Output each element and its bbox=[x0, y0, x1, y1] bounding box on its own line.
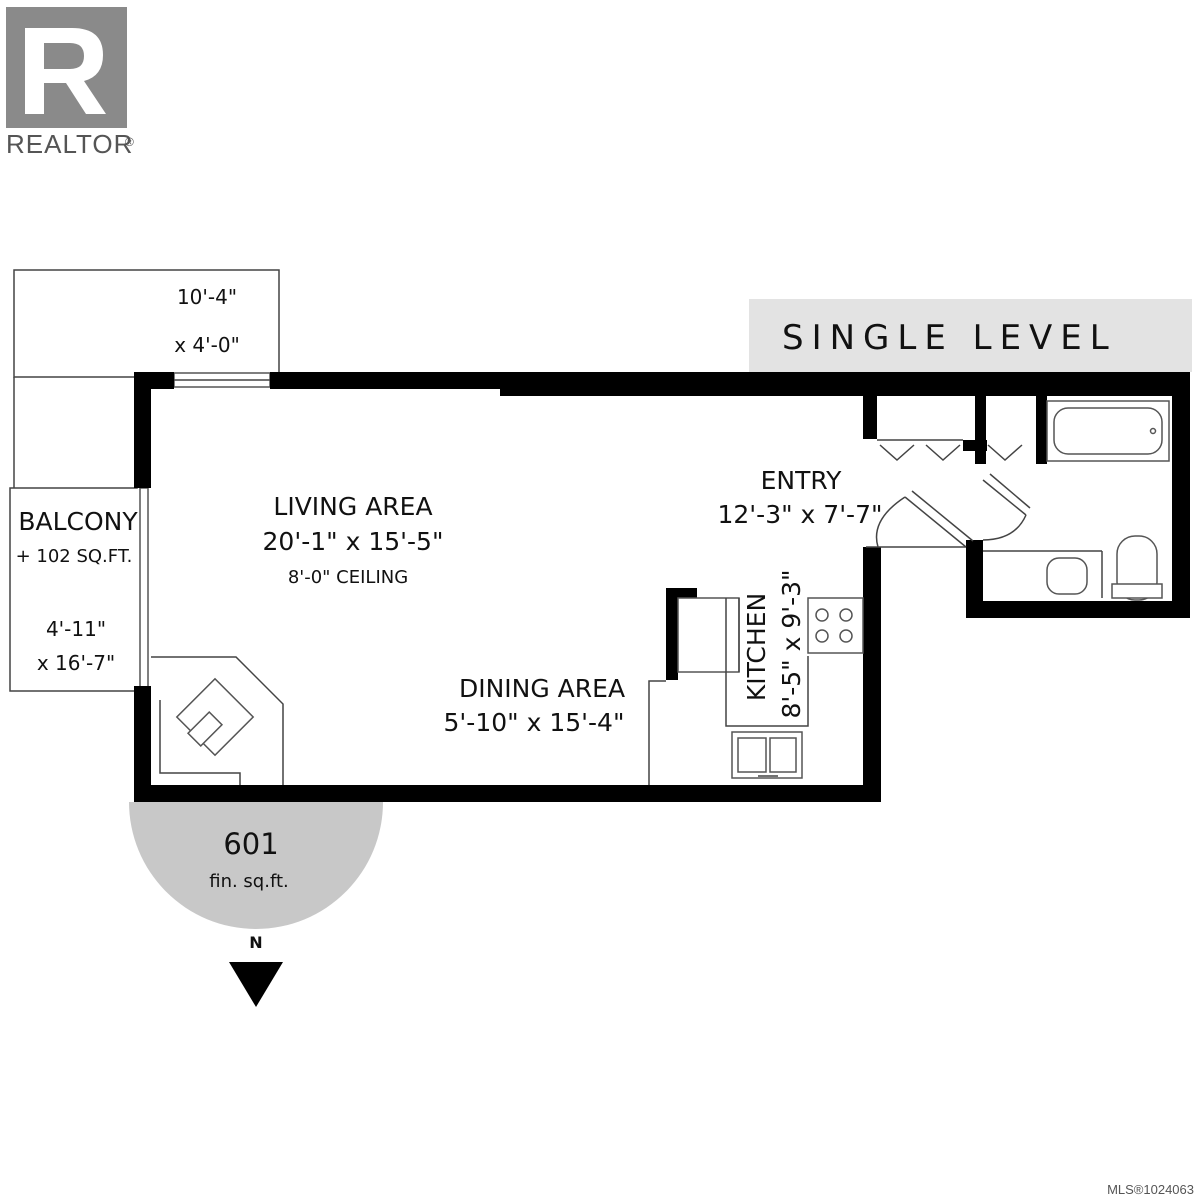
kitchen-name: KITCHEN bbox=[742, 593, 771, 701]
bathroom-sink-icon bbox=[1046, 557, 1088, 595]
balcony-dim-line1: 4'-11" bbox=[46, 617, 106, 641]
entry-dimensions: 12'-3" x 7'-7" bbox=[717, 500, 882, 529]
room-labels: 10'-4" x 4'-0" BALCONY + 102 SQ.FT. 4'-1… bbox=[16, 285, 883, 737]
living-area-name: LIVING AREA bbox=[273, 492, 432, 521]
area-unit: fin. sq.ft. bbox=[209, 871, 289, 892]
stove-icon bbox=[807, 597, 864, 654]
realtor-registered-mark: ® bbox=[125, 135, 135, 149]
level-banner-label: SINGLE LEVEL bbox=[782, 318, 1117, 358]
balcony-name: BALCONY bbox=[18, 507, 138, 536]
entry-door bbox=[866, 473, 1031, 548]
corner-fireplace bbox=[151, 656, 284, 785]
realtor-logo: REALTOR ® bbox=[6, 7, 135, 159]
living-area-dimensions: 20'-1" x 15'-5" bbox=[263, 527, 444, 556]
exterior-walls bbox=[134, 372, 1190, 802]
entry-name: ENTRY bbox=[761, 466, 843, 495]
dining-area-dimensions: 5'-10" x 15'-4" bbox=[444, 708, 625, 737]
area-value: 601 bbox=[223, 827, 278, 861]
bathroom-fixtures bbox=[983, 400, 1170, 601]
north-label: N bbox=[249, 933, 262, 952]
level-banner: SINGLE LEVEL bbox=[749, 299, 1192, 372]
balcony-top-dim-line1: 10'-4" bbox=[177, 285, 237, 309]
closet-doors bbox=[877, 439, 1023, 462]
living-area-ceiling: 8'-0" CEILING bbox=[288, 567, 408, 588]
dining-area-name: DINING AREA bbox=[459, 674, 625, 703]
mls-number: MLS®1024063 bbox=[1107, 1182, 1194, 1197]
balcony-dim-line2: x 16'-7" bbox=[37, 651, 115, 675]
kitchen-fixtures bbox=[648, 588, 864, 785]
area-summary: 601 fin. sq.ft. N bbox=[129, 802, 383, 1007]
balcony-outline bbox=[9, 269, 280, 692]
realtor-logo-r-icon bbox=[25, 28, 106, 114]
realtor-logo-text: REALTOR bbox=[6, 129, 133, 159]
area-disc bbox=[129, 802, 383, 929]
balcony-area: + 102 SQ.FT. bbox=[16, 546, 133, 567]
north-arrow-icon bbox=[229, 962, 283, 1007]
kitchen-dimensions: 8'-5" x 9'-3" bbox=[777, 569, 806, 718]
level-banner-bg bbox=[749, 299, 1192, 372]
realtor-logo-mark bbox=[6, 7, 127, 128]
balcony-top-dim-line2: x 4'-0" bbox=[174, 333, 240, 357]
